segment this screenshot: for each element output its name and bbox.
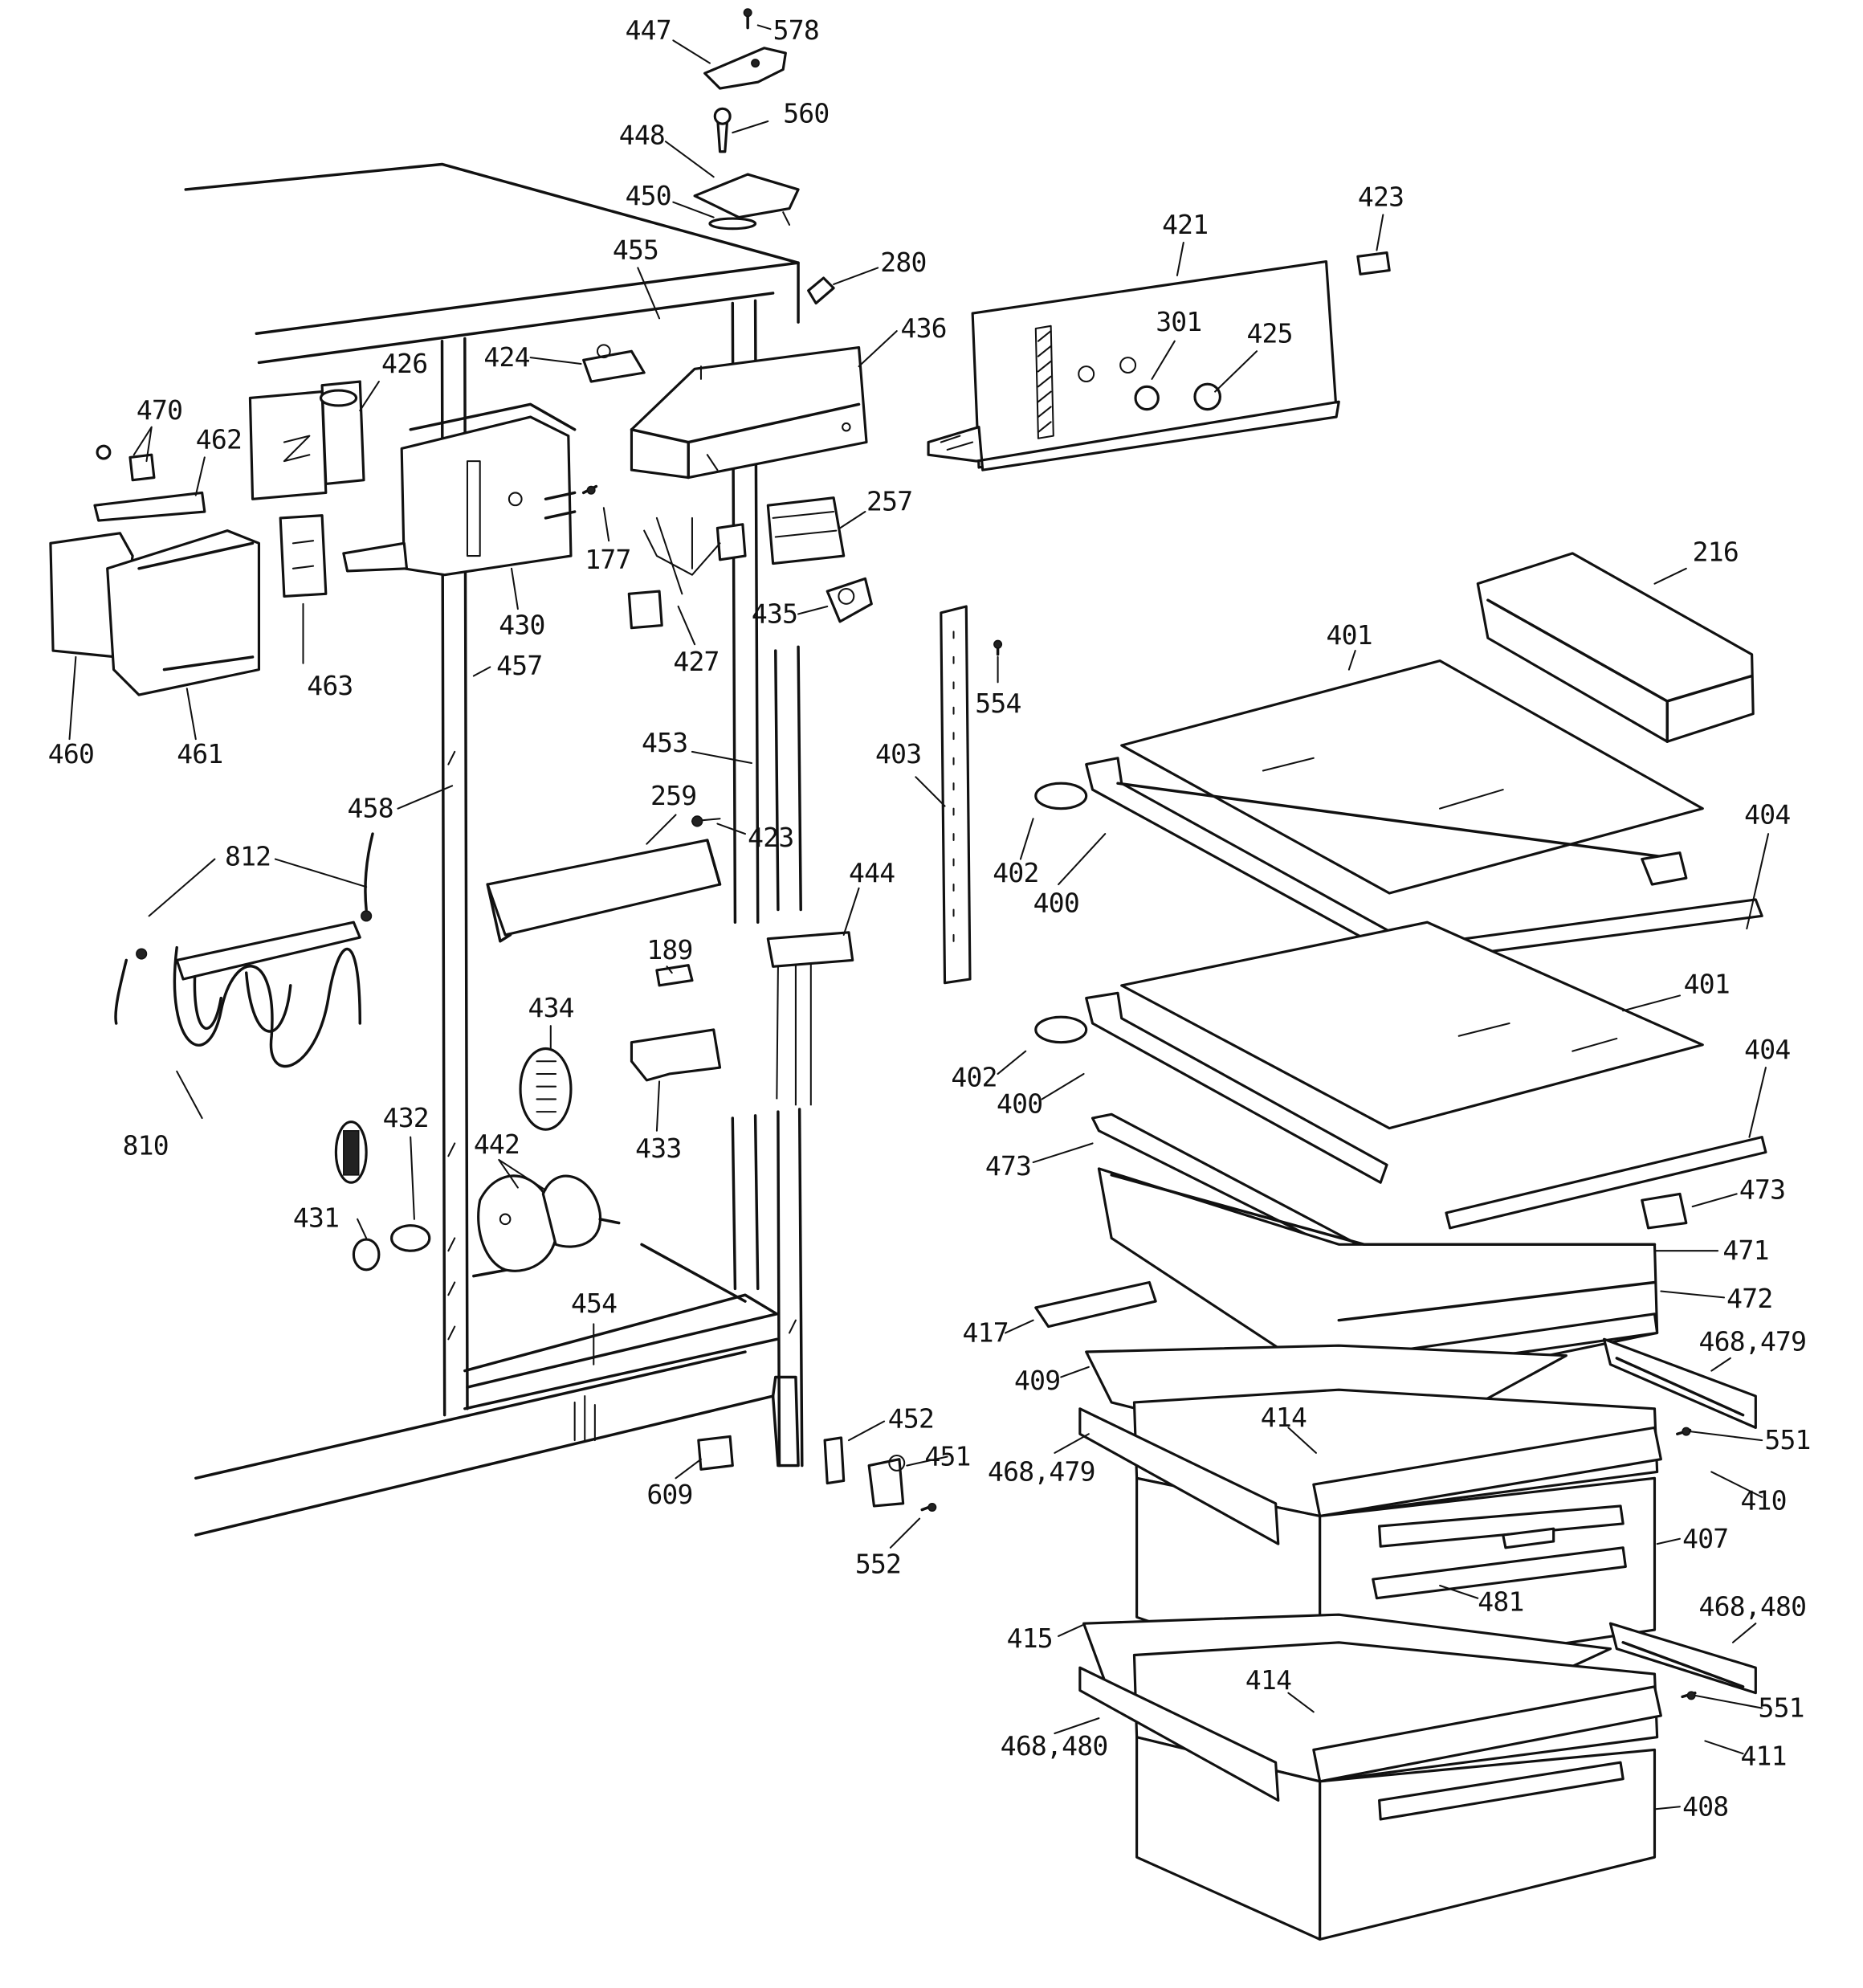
part-label: 404 [1744, 799, 1791, 831]
part-label: 458 [347, 793, 394, 824]
part-label: 177 [585, 544, 631, 575]
part-label: 442 [473, 1129, 520, 1160]
lower-drawer [1078, 1613, 1757, 1941]
part-label: 257 [866, 486, 913, 517]
wiring-and-relays [581, 484, 873, 630]
part-label: 427 [673, 647, 720, 678]
part-label: 423 [1357, 182, 1404, 213]
part-label: 452 [887, 1403, 935, 1435]
part-label: 450 [625, 180, 672, 211]
part-label: 468,480 [1000, 1730, 1109, 1761]
door-bin [1476, 552, 1755, 744]
part-label: 415 [1006, 1623, 1054, 1654]
part-label: 189 [646, 934, 693, 965]
part-label: 400 [1033, 888, 1080, 919]
part-label: 560 [783, 98, 830, 129]
part-label: 609 [646, 1479, 693, 1510]
part-label: 403 [875, 739, 922, 769]
part-label: 436 [900, 313, 947, 344]
part-label: 473 [984, 1150, 1032, 1182]
part-label: 423 [748, 822, 794, 853]
part-label: 414 [1245, 1665, 1292, 1696]
left-upper-parts [49, 380, 577, 696]
part-label: 216 [1692, 537, 1739, 568]
water-tube-assembly [114, 832, 374, 1068]
part-label: 421 [1162, 210, 1209, 240]
top-hinge-parts [693, 8, 835, 305]
middle-shelf [1034, 921, 1767, 1230]
part-label: 447 [625, 14, 672, 46]
part-label: 453 [642, 727, 688, 758]
part-label: 400 [997, 1088, 1043, 1120]
part-label: 431 [292, 1202, 340, 1234]
part-label: 407 [1682, 1523, 1729, 1554]
upper-shelf [1034, 659, 1763, 958]
control-panel [927, 251, 1391, 471]
part-label: 424 [483, 342, 530, 374]
part-label: 426 [381, 349, 428, 379]
part-label: 402 [951, 1062, 997, 1093]
part-label: 472 [1726, 1284, 1773, 1314]
part-label: 468,479 [1698, 1326, 1808, 1357]
part-label: 460 [47, 739, 95, 769]
part-label: 410 [1740, 1485, 1787, 1517]
part-label: 411 [1740, 1741, 1787, 1772]
upper-drawer [1078, 1337, 1757, 1682]
part-label: 473 [1739, 1174, 1786, 1206]
part-label: 551 [1758, 1692, 1804, 1724]
part-label: 444 [848, 857, 895, 888]
part-label: 578 [773, 14, 820, 46]
part-label: 463 [307, 671, 353, 701]
part-label: 434 [528, 993, 574, 1024]
part-label: 468,479 [988, 1456, 1096, 1488]
part-label: 430 [499, 610, 545, 641]
part-label: 451 [924, 1441, 971, 1472]
part-label: 454 [570, 1288, 618, 1320]
part-label: 404 [1744, 1035, 1791, 1065]
leader-lines [68, 24, 1770, 1810]
part-label: 448 [618, 120, 666, 151]
part-label: 409 [1014, 1365, 1061, 1397]
part-label: 435 [751, 598, 798, 630]
part-label: 462 [195, 424, 243, 455]
part-label: 812 [224, 841, 271, 872]
part-label: 457 [496, 651, 543, 681]
part-label: 425 [1246, 318, 1293, 349]
part-label: 401 [1326, 620, 1373, 651]
shelf-ladder [940, 605, 1003, 985]
part-label: 280 [880, 247, 927, 279]
part-label: 471 [1722, 1235, 1769, 1267]
part-label: 554 [975, 688, 1021, 719]
part-label: 433 [635, 1133, 682, 1164]
part-label: 470 [136, 395, 183, 427]
part-label: 461 [177, 739, 223, 769]
part-label: 432 [382, 1103, 430, 1133]
part-label: 481 [1478, 1586, 1524, 1618]
part-label: 455 [612, 235, 659, 266]
control-housing [582, 344, 868, 480]
part-label: 810 [122, 1130, 169, 1161]
part-label: 551 [1764, 1425, 1811, 1455]
part-label: 301 [1156, 307, 1202, 337]
center-lower-parts [334, 815, 937, 1512]
part-label: 408 [1682, 1791, 1729, 1823]
part-label: 468,480 [1698, 1591, 1808, 1623]
part-label: 259 [650, 781, 697, 811]
part-label: 414 [1260, 1402, 1307, 1433]
part-label: 402 [993, 857, 1039, 888]
part-label: 401 [1683, 969, 1731, 1000]
part-label: 552 [854, 1549, 902, 1580]
part-label: 417 [962, 1317, 1009, 1349]
